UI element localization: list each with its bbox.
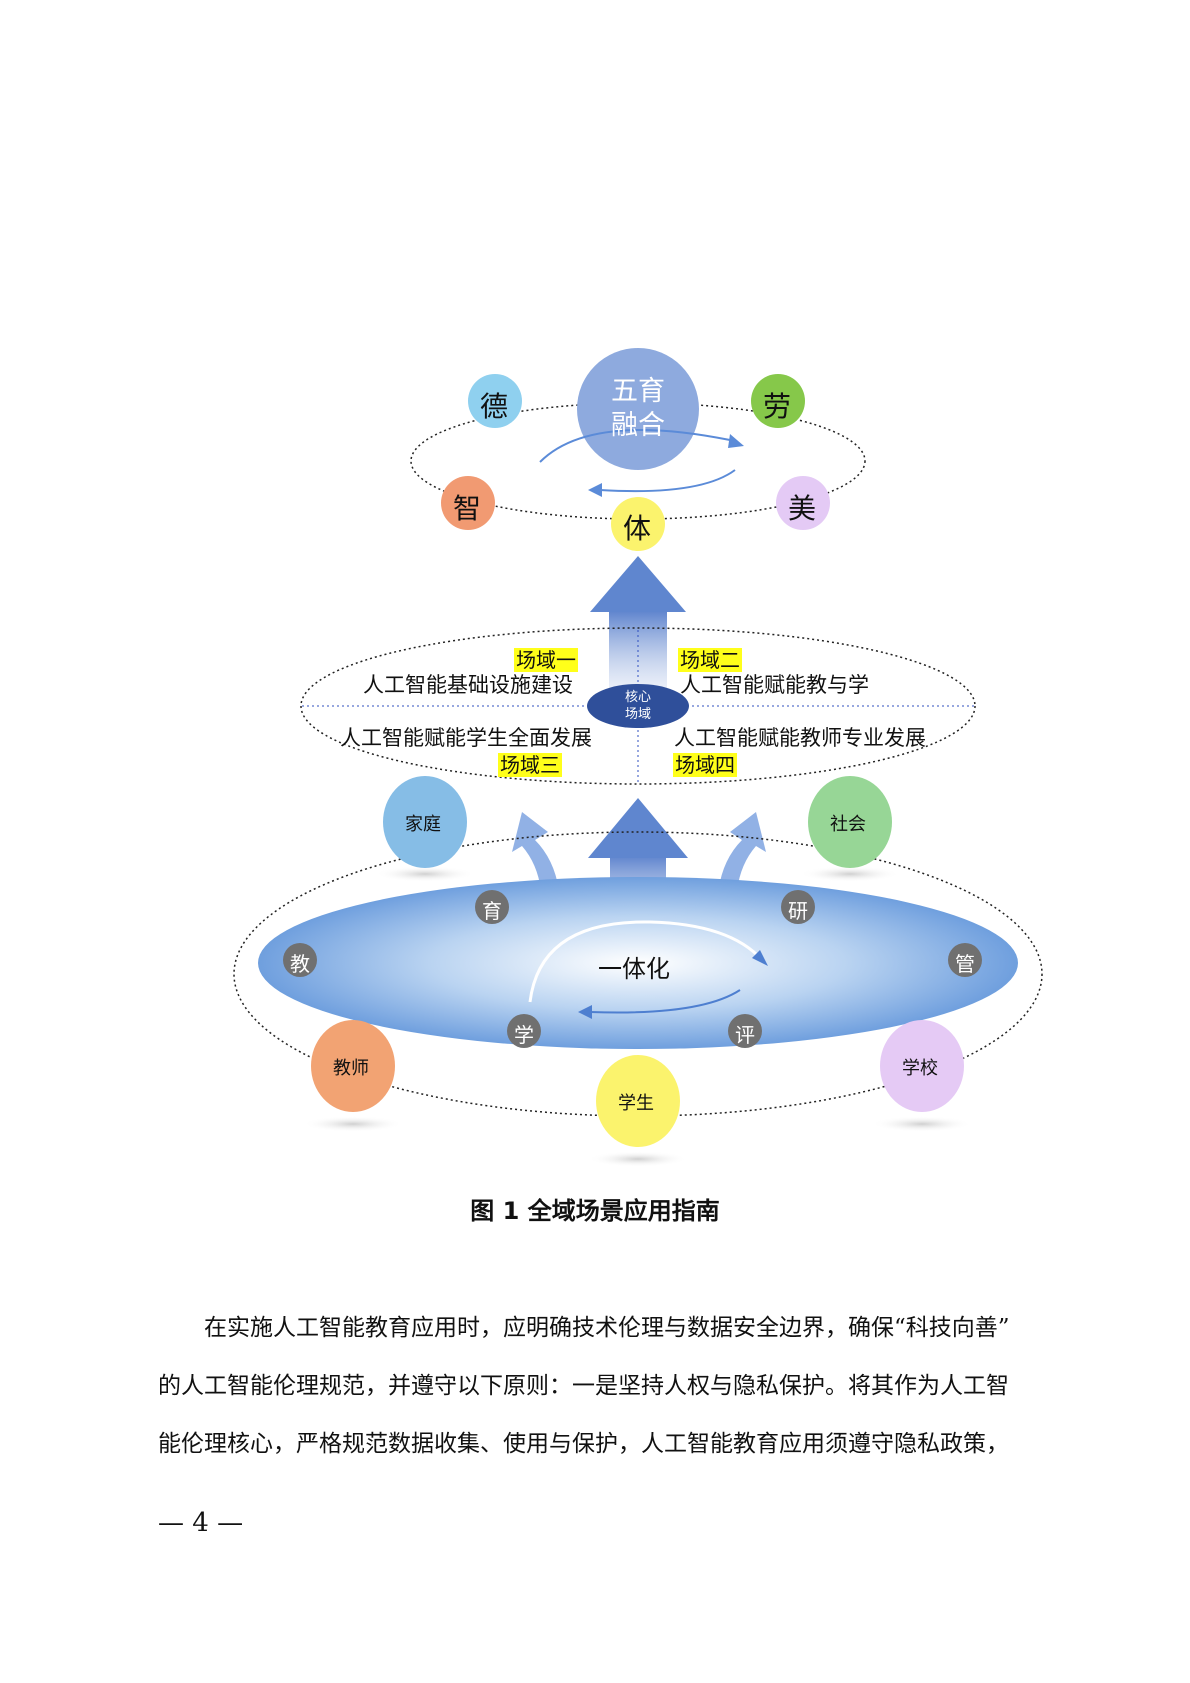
process-ping-circle xyxy=(728,1014,762,1048)
virtue-de-label: 德 xyxy=(480,390,509,423)
center-arc-bottom-head xyxy=(588,483,602,497)
xuexiao-shadow xyxy=(872,1116,972,1132)
lower-arrow-head xyxy=(588,798,688,858)
process-yu-circle xyxy=(475,890,509,924)
core-zone-ellipse xyxy=(587,684,689,728)
process-guan-circle xyxy=(948,943,982,977)
integration-label: 一体化 xyxy=(598,955,670,983)
virtue-ti-circle xyxy=(611,497,665,551)
xuesheng-shadow xyxy=(588,1151,688,1167)
disc-arc-top-head xyxy=(752,950,768,966)
core-zone-label: 核心 场域 xyxy=(624,690,651,722)
actor-shehui-label: 社会 xyxy=(830,814,866,835)
process-jiao-circle xyxy=(283,943,317,977)
virtue-ti-label: 体 xyxy=(623,512,652,545)
actor-jiating-label: 家庭 xyxy=(405,814,441,835)
virtue-zhi-circle xyxy=(441,476,495,530)
disc-arc-bottom-head xyxy=(578,1005,592,1019)
zone-2-label: 人工智能赋能教与学 xyxy=(680,673,869,697)
paragraph-line-1: 在实施人工智能教育应用时，应明确技术伦理与数据安全边界，确保“科技向善” xyxy=(204,1315,1010,1341)
actor-xuexiao-circle xyxy=(880,1020,964,1112)
bottom-orbit xyxy=(233,831,1043,1117)
upper-arrow-head xyxy=(590,556,686,612)
center-arc-top xyxy=(539,429,731,463)
virtue-de-circle xyxy=(468,374,522,428)
disc-arc-bottom xyxy=(589,989,741,1014)
process-xue-label: 学 xyxy=(514,1023,534,1047)
virtue-zhi-label: 智 xyxy=(453,492,482,525)
process-jiao-label: 教 xyxy=(290,952,310,976)
actor-jiaoshi-label: 教师 xyxy=(333,1058,369,1079)
zone-3-label: 人工智能赋能学生全面发展 xyxy=(340,726,592,750)
center-arc-bottom xyxy=(599,469,736,493)
zone-1-label: 人工智能基础设施建设 xyxy=(363,673,573,697)
page-number: — 4 — xyxy=(158,1508,244,1538)
process-xue-circle xyxy=(507,1014,541,1048)
center-arc-top-head xyxy=(728,434,744,448)
integration-disc xyxy=(258,877,1018,1049)
shehui-shadow xyxy=(800,866,900,882)
virtue-lao-circle xyxy=(751,374,805,428)
actor-jiating-circle xyxy=(383,776,467,868)
zone-3-tag: 场域三 xyxy=(498,753,562,777)
virtue-mei-circle xyxy=(776,476,830,530)
actor-jiaoshi-circle xyxy=(311,1020,395,1112)
actor-xuesheng-label: 学生 xyxy=(618,1093,654,1114)
zone-4-label: 人工智能赋能教师专业发展 xyxy=(674,726,926,750)
paragraph-line-2: 的人工智能伦理规范，并遵守以下原则：一是坚持人权与隐私保护。将其作为人工智 xyxy=(158,1373,1009,1399)
process-yu-label: 育 xyxy=(482,899,502,923)
actor-xuesheng-circle xyxy=(596,1055,680,1147)
process-yan-circle xyxy=(781,890,815,924)
five-education-label: 五育 融合 xyxy=(611,376,665,441)
zone-2-tag: 场域二 xyxy=(678,648,742,672)
jiating-shadow xyxy=(375,866,475,882)
actor-xuexiao-label: 学校 xyxy=(902,1058,938,1079)
process-ping-label: 评 xyxy=(735,1023,755,1047)
disc-arc-top xyxy=(528,920,764,1003)
middle-orbit xyxy=(300,627,976,785)
zone-4-tag: 场域四 xyxy=(673,753,737,777)
zone-1-tag: 场域一 xyxy=(514,648,578,672)
process-guan-label: 管 xyxy=(955,952,975,976)
five-education-center xyxy=(577,348,699,470)
virtue-lao-label: 劳 xyxy=(763,390,792,423)
process-yan-label: 研 xyxy=(788,899,808,923)
body-paragraph: 在实施人工智能教育应用时，应明确技术伦理与数据安全边界，确保“科技向善” 的人工… xyxy=(158,1299,1038,1473)
figure-caption: 图 1 全域场景应用指南 xyxy=(470,1197,720,1225)
virtue-mei-label: 美 xyxy=(788,492,817,525)
jiaoshi-shadow xyxy=(303,1116,403,1132)
paragraph-line-3: 能伦理核心，严格规范数据收集、使用与保护，人工智能教育应用须遵守隐私政策， xyxy=(158,1431,1009,1457)
actor-shehui-circle xyxy=(808,776,892,868)
